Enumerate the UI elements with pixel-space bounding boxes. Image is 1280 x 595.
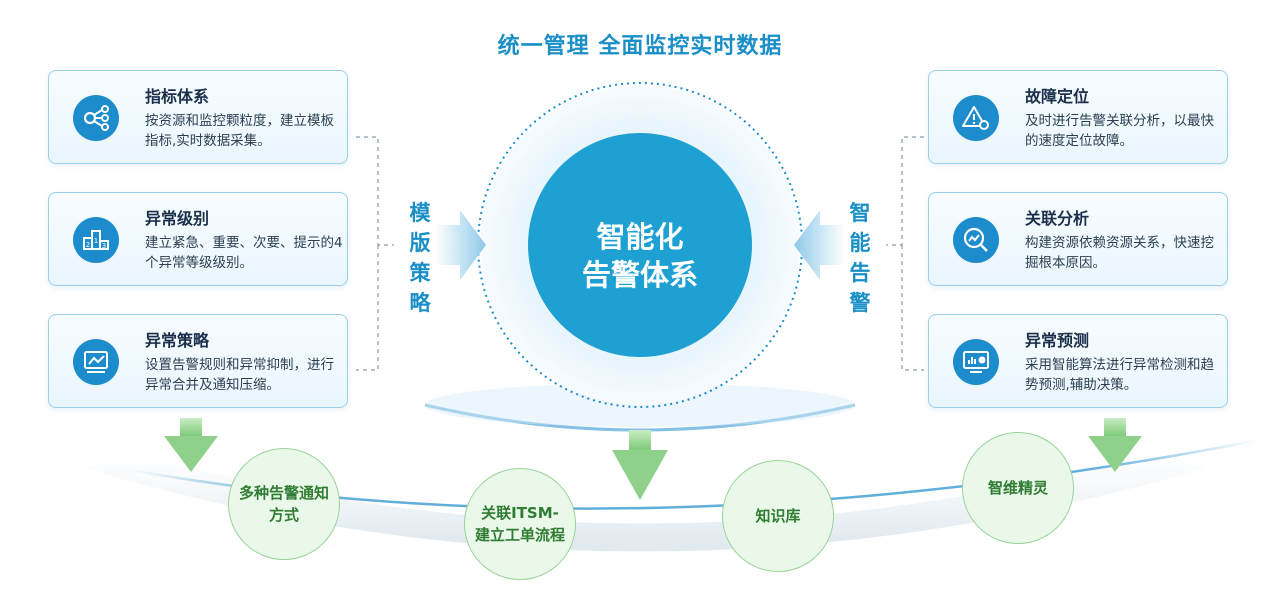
svg-text:1: 1 xyxy=(94,237,98,245)
svg-text:3: 3 xyxy=(102,242,106,250)
card-anomaly-strategy: 异常策略 设置告警规则和异常抑制，进行异常合并及通知压缩。 xyxy=(48,314,348,408)
center-title-line2: 告警体系 xyxy=(581,258,698,292)
card-desc: 及时进行告警关联分析，以最快的速度定位故障。 xyxy=(1025,113,1214,149)
right-arrow xyxy=(794,210,844,280)
card-title: 异常预测 xyxy=(1025,331,1090,350)
left-side-label: 模版策略 xyxy=(409,201,431,315)
card-title: 异常策略 xyxy=(145,331,210,350)
card-title: 关联分析 xyxy=(1025,209,1090,228)
right-side-label: 智能告警 xyxy=(849,201,871,315)
trend-monitor-icon xyxy=(73,339,119,385)
card-title: 指标体系 xyxy=(145,87,210,106)
center-title: 智能化 告警体系 xyxy=(535,218,745,294)
node-label: 关联ITSM-建立工单流程 xyxy=(474,504,565,544)
podium-icon: 1 2 3 xyxy=(73,217,119,263)
card-anomaly-level: 1 2 3 异常级别 建立紧急、重要、次要、提示的4个异常等级级别。 xyxy=(48,192,348,286)
card-fault-location: 故障定位 及时进行告警关联分析，以最快的速度定位故障。 xyxy=(928,70,1228,164)
center-title-line1: 智能化 xyxy=(596,220,684,254)
card-correlation-analysis: 关联分析 构建资源依赖资源关系，快速挖掘根本原因。 xyxy=(928,192,1228,286)
card-desc: 按资源和监控颗粒度，建立模板指标,实时数据采集。 xyxy=(145,113,334,149)
node-itsm-workflow: 关联ITSM-建立工单流程 xyxy=(464,468,576,580)
share-nodes-icon xyxy=(73,95,119,141)
node-label: 知识库 xyxy=(755,507,801,525)
card-desc: 采用智能算法进行异常检测和趋势预测,辅助决策。 xyxy=(1025,357,1214,393)
node-knowledge-base: 知识库 xyxy=(722,460,834,572)
warning-gear-icon xyxy=(953,95,999,141)
svg-text:2: 2 xyxy=(86,241,90,249)
card-title: 异常级别 xyxy=(145,209,210,228)
card-desc: 构建资源依赖资源关系，快速挖掘根本原因。 xyxy=(1025,235,1214,271)
node-label: 智维精灵 xyxy=(987,479,1048,497)
center-core xyxy=(528,133,752,357)
card-desc: 设置告警规则和异常抑制，进行异常合并及通知压缩。 xyxy=(145,357,334,393)
node-multi-notification: 多种告警通知方式 xyxy=(228,448,340,560)
left-brace xyxy=(356,136,394,371)
green-arrow-right xyxy=(1088,418,1142,472)
chart-board-icon xyxy=(953,339,999,385)
node-label: 多种告警通知方式 xyxy=(238,484,329,524)
page-title: 统一管理 全面监控实时数据 xyxy=(497,34,783,59)
node-smart-assistant: 智维精灵 xyxy=(962,432,1074,544)
left-arrow xyxy=(436,210,486,280)
card-anomaly-prediction: 异常预测 采用智能算法进行异常检测和趋势预测,辅助决策。 xyxy=(928,314,1228,408)
right-brace xyxy=(886,136,924,371)
circle-shadow-arc xyxy=(424,403,856,432)
green-arrow-left xyxy=(164,418,218,472)
card-title: 故障定位 xyxy=(1025,87,1090,106)
green-arrow-center xyxy=(612,430,668,500)
card-desc: 建立紧急、重要、次要、提示的4个异常等级级别。 xyxy=(145,235,343,271)
analysis-search-icon xyxy=(953,217,999,263)
card-metric-system: 指标体系 按资源和监控颗粒度，建立模板指标,实时数据采集。 xyxy=(48,70,348,164)
